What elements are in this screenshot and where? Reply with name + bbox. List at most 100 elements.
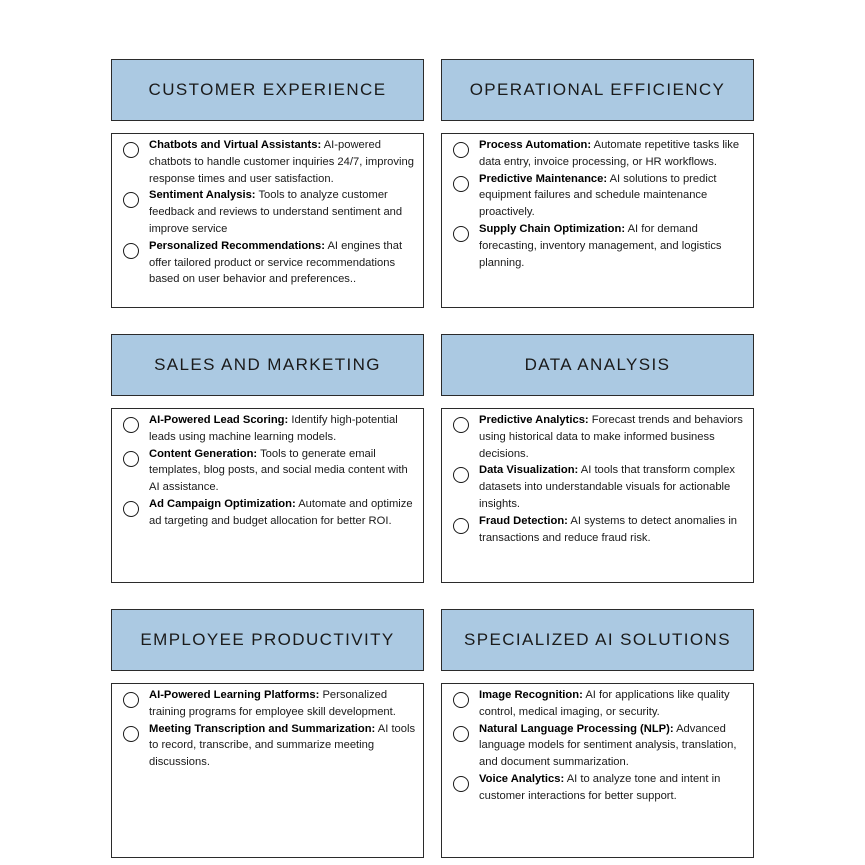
list-item: Content Generation: Tools to generate em… — [122, 446, 417, 496]
item-title: Natural Language Processing (NLP): — [479, 722, 674, 735]
section-title: DATA ANALYSIS — [524, 355, 671, 374]
section-header: SPECIALIZED AI SOLUTIONS — [441, 609, 754, 671]
circle-bullet-icon — [123, 242, 139, 259]
item-text: Predictive Analytics: Forecast trends an… — [479, 412, 747, 462]
item-description: Automate and optimize ad targeting and b… — [149, 497, 413, 527]
item-text: AI-Powered Lead Scoring: Identify high-p… — [149, 412, 417, 446]
item-title: Sentiment Analysis: — [149, 189, 256, 202]
section-header: DATA ANALYSIS — [441, 334, 754, 396]
circle-bullet-icon — [123, 450, 139, 467]
item-description: AI systems to detect anomalies in transa… — [479, 514, 738, 544]
item-description: Advanced language models for sentiment a… — [479, 722, 737, 769]
item-description: AI tools to record, transcribe, and summ… — [149, 722, 416, 769]
circle-bullet-icon — [453, 225, 469, 242]
item-description: Automate repetitive tasks like data entr… — [479, 139, 740, 168]
section-content: Chatbots and Virtual Assistants: AI-powe… — [111, 133, 424, 308]
list-item: Image Recognition: AI for applications l… — [452, 687, 747, 721]
section-title: OPERATIONAL EFFICIENCY — [469, 80, 726, 99]
list-item: Personalized Recommendations: AI engines… — [122, 238, 417, 288]
list-item: Fraud Detection: AI systems to detect an… — [452, 513, 747, 547]
item-title: Ad Campaign Optimization: — [149, 497, 296, 510]
item-title: Chatbots and Virtual Assistants: — [149, 139, 322, 151]
section-data-analysis: DATA ANALYSIS Predictive Analytics: Fore… — [441, 334, 754, 583]
section-sales-and-marketing: SALES AND MARKETING AI-Powered Lead Scor… — [111, 334, 424, 583]
section-header: SALES AND MARKETING — [111, 334, 424, 396]
section-content: Image Recognition: AI for applications l… — [441, 683, 754, 858]
item-title: Personalized Recommendations: — [149, 239, 325, 252]
circle-bullet-icon — [123, 192, 139, 209]
item-description: AI for applications like quality control… — [479, 689, 730, 718]
section-header: CUSTOMER EXPERIENCE — [111, 59, 424, 121]
list-item: Meeting Transcription and Summarization:… — [122, 721, 417, 771]
item-description: Forecast trends and behaviors using hist… — [479, 414, 743, 460]
list-item: Sentiment Analysis: Tools to analyze cus… — [122, 187, 417, 237]
item-title: Supply Chain Optimization: — [479, 222, 626, 235]
list-item: AI-Powered Learning Platforms: Personali… — [122, 687, 417, 721]
item-text: AI-Powered Learning Platforms: Personali… — [149, 687, 417, 721]
item-text: Supply Chain Optimization: AI for demand… — [479, 221, 747, 271]
item-text: Chatbots and Virtual Assistants: AI-powe… — [149, 137, 417, 187]
item-description: Personalized training programs for emplo… — [149, 689, 396, 718]
list-item: AI-Powered Lead Scoring: Identify high-p… — [122, 412, 417, 446]
item-text: Process Automation: Automate repetitive … — [479, 137, 747, 171]
list-item: Supply Chain Optimization: AI for demand… — [452, 221, 747, 271]
list-item: Ad Campaign Optimization: Automate and o… — [122, 496, 417, 530]
item-text: Image Recognition: AI for applications l… — [479, 687, 747, 721]
item-title: Fraud Detection: — [479, 514, 568, 527]
item-description: Tools to analyze customer feedback and r… — [149, 189, 403, 235]
item-title: Data Visualization: — [479, 464, 579, 477]
item-description: AI for demand forecasting, inventory man… — [479, 222, 722, 269]
section-content: AI-Powered Lead Scoring: Identify high-p… — [111, 408, 424, 583]
item-text: Sentiment Analysis: Tools to analyze cus… — [149, 187, 417, 237]
item-description: AI tools that transform complex datasets… — [479, 464, 735, 510]
item-title: Predictive Maintenance: — [479, 172, 608, 185]
item-title: AI-Powered Learning Platforms: — [149, 689, 320, 701]
list-item: Natural Language Processing (NLP): Advan… — [452, 721, 747, 771]
item-text: Meeting Transcription and Summarization:… — [149, 721, 417, 771]
item-text: Data Visualization: AI tools that transf… — [479, 462, 747, 512]
circle-bullet-icon — [453, 175, 469, 192]
section-title: CUSTOMER EXPERIENCE — [148, 80, 387, 99]
list-item: Predictive Maintenance: AI solutions to … — [452, 171, 747, 221]
item-title: Image Recognition: — [479, 689, 583, 701]
item-title: AI-Powered Lead Scoring: — [149, 414, 289, 426]
item-title: Meeting Transcription and Summarization: — [149, 722, 376, 735]
section-customer-experience: CUSTOMER EXPERIENCE Chatbots and Virtual… — [111, 59, 424, 308]
circle-bullet-icon — [453, 517, 469, 534]
circle-bullet-icon — [453, 775, 469, 792]
circle-bullet-icon — [453, 692, 469, 708]
section-header: EMPLOYEE PRODUCTIVITY — [111, 609, 424, 671]
item-description: AI to analyze tone and intent in custome… — [479, 772, 721, 802]
circle-bullet-icon — [453, 725, 469, 742]
item-description: AI solutions to predict equipment failur… — [479, 172, 717, 219]
circle-bullet-icon — [123, 417, 139, 433]
list-item: Process Automation: Automate repetitive … — [452, 137, 747, 171]
circle-bullet-icon — [123, 692, 139, 708]
item-title: Predictive Analytics: — [479, 414, 589, 426]
circle-bullet-icon — [453, 467, 469, 484]
list-item: Data Visualization: AI tools that transf… — [452, 462, 747, 512]
section-title: SPECIALIZED AI SOLUTIONS — [464, 630, 731, 649]
item-description: AI-powered chatbots to handle customer i… — [149, 139, 414, 185]
item-text: Natural Language Processing (NLP): Advan… — [479, 721, 747, 771]
circle-bullet-icon — [123, 142, 139, 158]
item-description: Identify high-potential leads using mach… — [149, 414, 398, 443]
item-description: AI engines that offer tailored product o… — [149, 239, 403, 286]
circle-bullet-icon — [123, 500, 139, 517]
list-item: Chatbots and Virtual Assistants: AI-powe… — [122, 137, 417, 187]
item-text: Predictive Maintenance: AI solutions to … — [479, 171, 747, 221]
circle-bullet-icon — [453, 142, 469, 158]
section-header: OPERATIONAL EFFICIENCY — [441, 59, 754, 121]
list-item: Voice Analytics: AI to analyze tone and … — [452, 771, 747, 805]
section-specialized-ai-solutions: SPECIALIZED AI SOLUTIONS Image Recogniti… — [441, 609, 754, 858]
section-title: SALES AND MARKETING — [154, 355, 381, 374]
item-title: Content Generation: — [149, 447, 258, 460]
item-text: Content Generation: Tools to generate em… — [149, 446, 417, 496]
list-item: Predictive Analytics: Forecast trends an… — [452, 412, 747, 462]
item-text: Ad Campaign Optimization: Automate and o… — [149, 496, 417, 530]
item-title: Process Automation: — [479, 139, 592, 151]
item-description: Tools to generate email templates, blog … — [149, 447, 408, 494]
item-text: Personalized Recommendations: AI engines… — [149, 238, 417, 288]
section-content: Process Automation: Automate repetitive … — [441, 133, 754, 308]
